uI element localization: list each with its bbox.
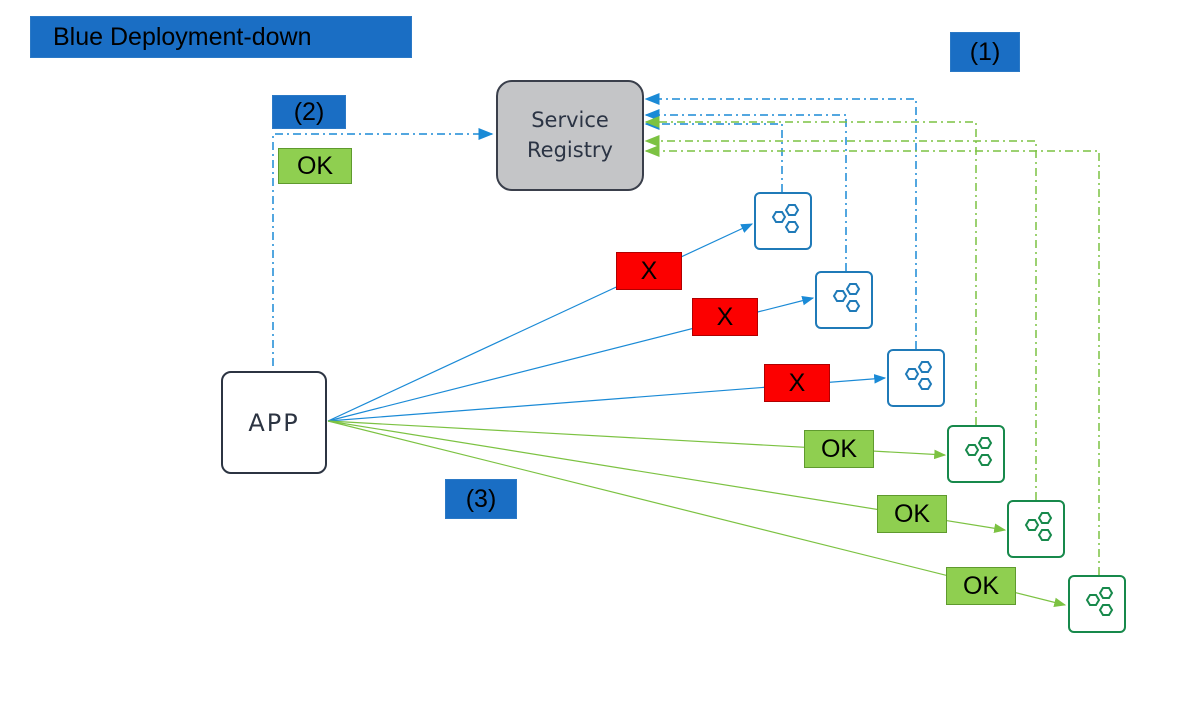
heartbeat-instance-2 [644, 109, 847, 271]
instance-1-status-badge: X [616, 252, 682, 290]
instance-6-node [1068, 575, 1126, 633]
step-2-tag: (2) [272, 95, 346, 129]
hexagon-cluster-icon [964, 437, 993, 466]
heartbeat-instance-1 [644, 118, 783, 192]
hexagon-cluster-icon [1024, 512, 1053, 541]
app-registry-status-badge: OK [278, 148, 352, 184]
instance-3-node [887, 349, 945, 407]
instance-2-status-badge: X [692, 298, 758, 336]
instance-4-node [947, 425, 1005, 483]
instance-4-status-badge: OK [804, 430, 874, 468]
service-registry-label-line2: Registry [527, 137, 613, 162]
instance-5-node [1007, 500, 1065, 558]
app-to-instance-6-line [327, 420, 1067, 608]
instance-1-node [754, 192, 812, 250]
heartbeat-instance-6 [644, 145, 1100, 575]
hexagon-cluster-icon [771, 204, 800, 233]
app-to-instance-1-line [327, 223, 754, 422]
heartbeat-instance-5 [644, 135, 1037, 500]
diagram-title: Blue Deployment-down [30, 16, 412, 58]
hexagon-cluster-icon [832, 283, 861, 312]
app-registry-link [272, 128, 494, 366]
service-registry-node: Service Registry [496, 80, 644, 191]
heartbeat-instance-4 [644, 116, 977, 425]
step-1-tag: (1) [950, 32, 1020, 72]
instance-2-node [815, 271, 873, 329]
instance-5-status-badge: OK [877, 495, 947, 533]
service-registry-label-line1: Service [531, 108, 609, 133]
instance-6-status-badge: OK [946, 567, 1016, 605]
hexagon-cluster-icon [1085, 587, 1114, 616]
app-node: APP [221, 371, 327, 474]
hexagon-cluster-icon [904, 361, 933, 390]
step-3-tag: (3) [445, 479, 517, 519]
instance-3-status-badge: X [764, 364, 830, 402]
app-label: APP [248, 408, 300, 437]
